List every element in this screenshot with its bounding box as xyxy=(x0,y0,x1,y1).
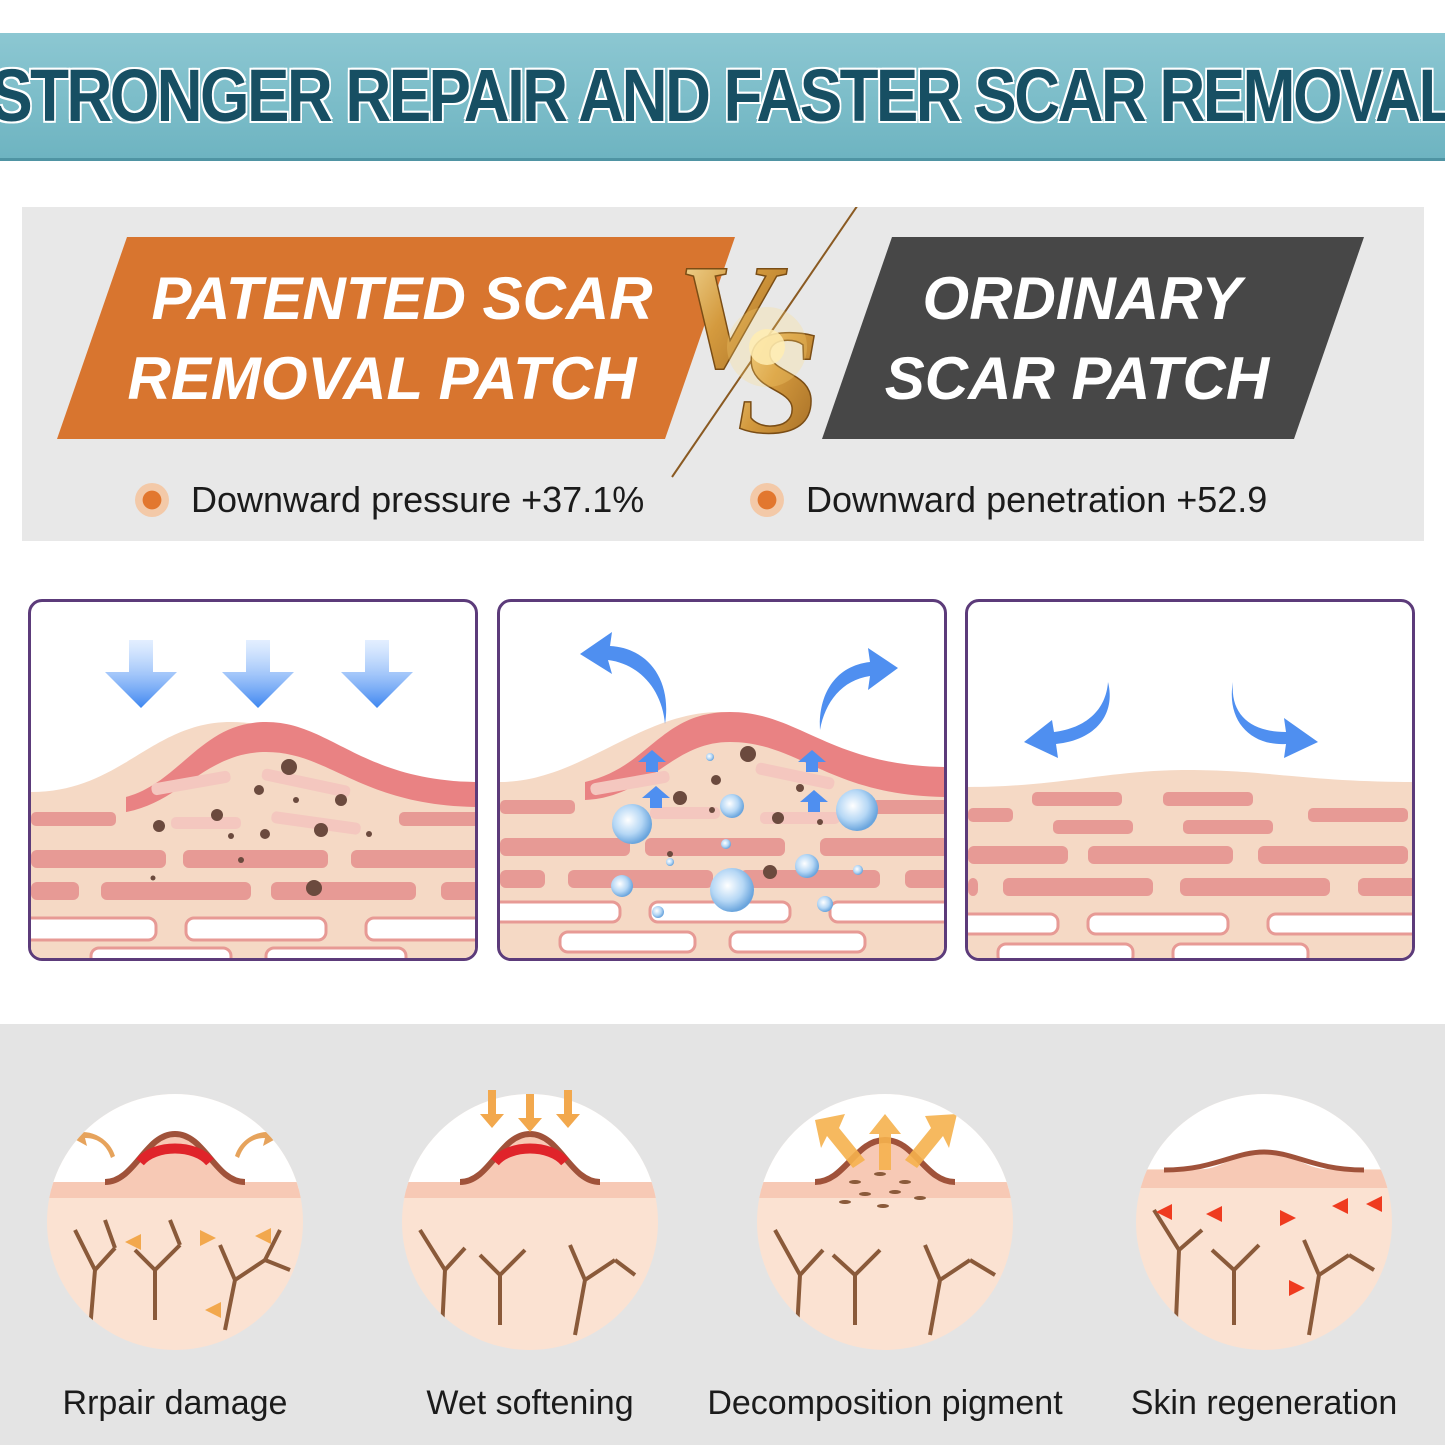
ordinary-label-bg xyxy=(822,237,1364,439)
down-arrow-icon xyxy=(105,640,413,708)
step-label: Decomposition pigment xyxy=(707,1384,1063,1422)
patented-label-bg xyxy=(57,237,735,439)
moisture-bubble-icon xyxy=(611,753,878,918)
stage-flattened-diagram xyxy=(965,599,1415,961)
curved-arrow-icon xyxy=(1024,682,1318,758)
patented-label-line2: REMOVAL PATCH xyxy=(127,345,637,412)
patented-patch-label: PATENTED SCAR REMOVAL PATCH xyxy=(102,259,702,419)
step-label: Wet softening xyxy=(426,1384,634,1422)
header-banner: STRONGER REPAIR AND FASTER SCAR REMOVAL xyxy=(0,33,1445,161)
bullet-dot-icon xyxy=(750,483,784,517)
ordinary-label-line1: ORDINARY xyxy=(922,265,1242,332)
svg-text:V: V xyxy=(677,234,788,400)
ordinary-label-line2: SCAR PATCH xyxy=(884,345,1270,412)
penetration-stat: Downward penetration +52.9 xyxy=(750,479,1267,521)
step-wet-softening: Wet softening xyxy=(350,1070,710,1440)
comparison-panel: V S PATENTED SCAR REMOVAL PATCH ORDINARY… xyxy=(22,207,1424,541)
pressure-stat: Downward pressure +37.1% xyxy=(135,479,644,521)
pressure-stat-text: Downward pressure +37.1% xyxy=(191,479,645,520)
decomposition-pigment-icon xyxy=(757,1094,1013,1350)
step-skin-regeneration: Skin regeneration xyxy=(1084,1070,1444,1440)
curved-arrow-icon xyxy=(580,632,898,730)
skin-regeneration-icon xyxy=(1136,1094,1392,1350)
bullet-dot-icon xyxy=(135,483,169,517)
wet-softening-icon xyxy=(402,1090,658,1350)
step-label: Rrpair damage xyxy=(62,1384,288,1422)
svg-text:S: S xyxy=(737,299,820,465)
ordinary-patch-label: ORDINARY SCAR PATCH xyxy=(842,259,1322,419)
vs-icon: V S xyxy=(676,233,821,466)
repair-damage-icon xyxy=(47,1094,303,1350)
up-arrow-icon xyxy=(815,1114,957,1170)
step-decomposition-pigment: Decomposition pigment xyxy=(705,1070,1065,1440)
patented-label-line1: PATENTED SCAR xyxy=(151,265,653,332)
step-repair-damage: Rrpair damage xyxy=(0,1070,355,1440)
comparison-background: V S xyxy=(57,207,1364,478)
page-title: STRONGER REPAIR AND FASTER SCAR REMOVAL xyxy=(0,54,1445,137)
stage-pressure-diagram xyxy=(28,599,478,961)
up-arrow-icon xyxy=(638,750,828,812)
process-section: Rrpair damage Wet so xyxy=(0,1024,1445,1445)
step-label: Skin regeneration xyxy=(1130,1384,1398,1422)
penetration-stat-text: Downward penetration +52.9 xyxy=(806,479,1268,520)
stage-penetration-diagram xyxy=(497,599,947,961)
down-arrow-icon xyxy=(480,1090,580,1132)
